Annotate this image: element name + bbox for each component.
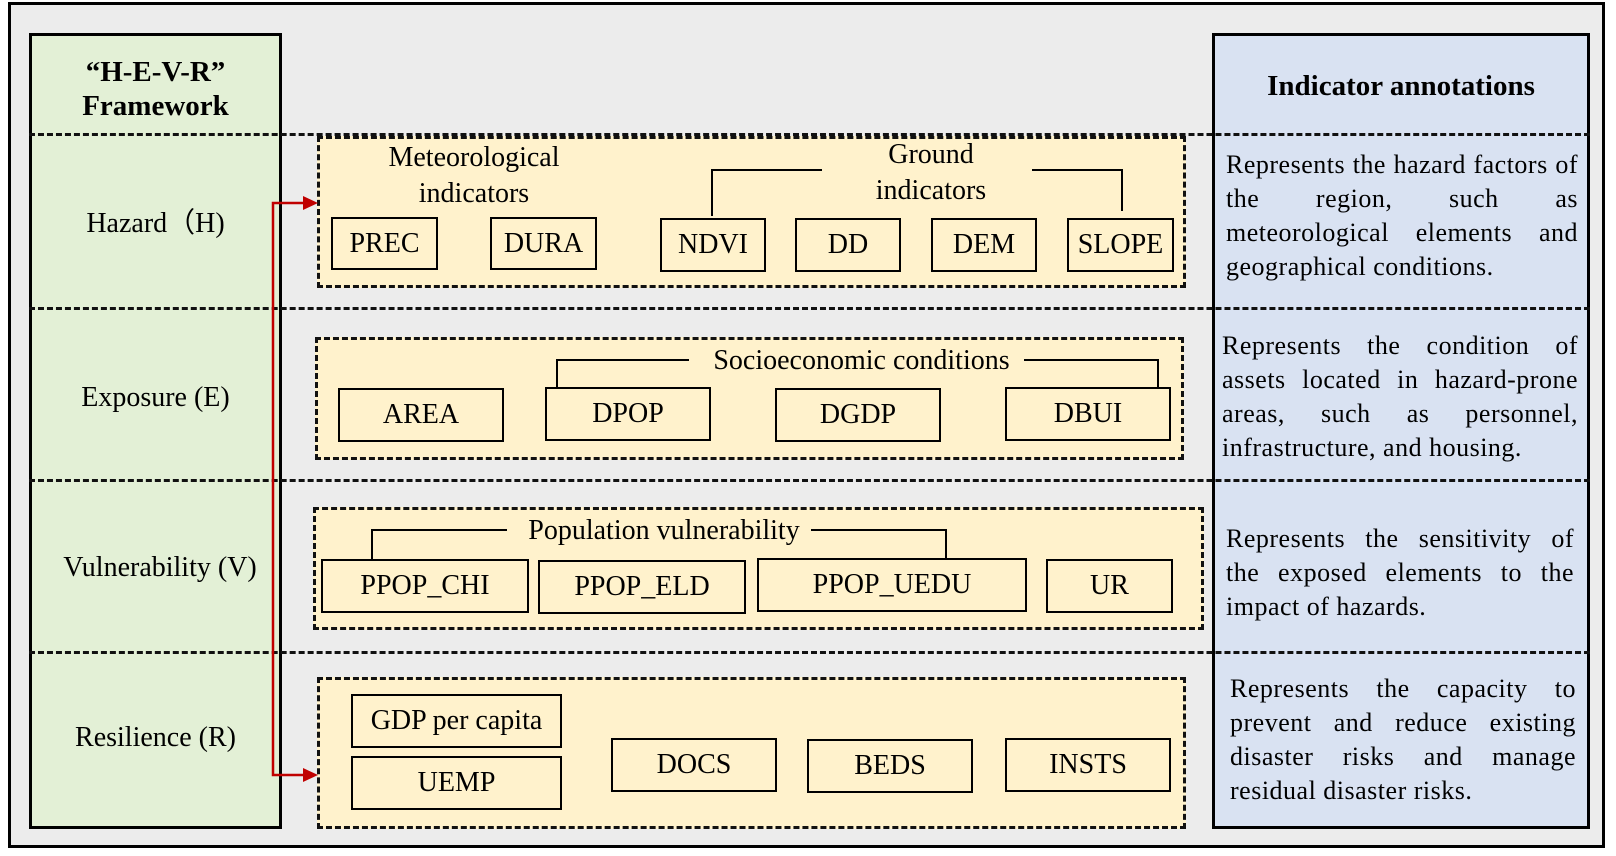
row-label-hazard: Hazard（H) — [86, 208, 225, 239]
indicator-ur: UR — [1046, 559, 1173, 613]
indicator-docs: DOCS — [611, 738, 777, 792]
row-label-vulnerability: Vulnerability (V) — [63, 552, 257, 583]
indicator-ndvi: NDVI — [660, 218, 766, 272]
indicator-ppop-chi: PPOP_CHI — [321, 559, 529, 613]
indicator-ppop-eld: PPOP_ELD — [538, 560, 746, 614]
indicator-beds: BEDS — [807, 739, 973, 793]
annotation-vulnerability: Represents the sensitivity of the expose… — [1226, 524, 1574, 621]
indicator-insts: INSTS — [1005, 738, 1171, 792]
separator-vulnerability — [29, 651, 1590, 654]
arrow-head-icon — [303, 768, 318, 782]
framework-column — [29, 33, 282, 829]
population-bracket-line — [811, 529, 947, 558]
ground-bracket-line — [711, 169, 822, 216]
ground-indicators-label: Ground indicators — [875, 139, 987, 206]
population-bracket-line — [371, 529, 507, 559]
indicator-gdp-per-capita: GDP per capita — [351, 694, 562, 748]
indicator-dem: DEM — [931, 218, 1037, 272]
socioeconomic-conditions-label: Socioeconomic conditions — [685, 343, 1038, 379]
separator-hazard — [29, 307, 1590, 310]
socioeconomic-bracket-line — [1024, 359, 1159, 387]
ground-bracket-line — [1032, 169, 1123, 211]
indicator-ppop-uedu: PPOP_UEDU — [757, 558, 1027, 612]
indicator-dbui: DBUI — [1005, 387, 1171, 441]
indicator-dpop: DPOP — [545, 387, 711, 441]
indicator-dgdp: DGDP — [775, 388, 941, 442]
population-vulnerability-label: Population vulnerability — [505, 513, 823, 549]
separator-exposure — [29, 479, 1590, 482]
socioeconomic-bracket-line — [556, 359, 689, 387]
meteorological-indicators-label: Meteorological indicators — [388, 142, 560, 209]
row-label-exposure: Exposure (E) — [81, 382, 230, 413]
indicator-dura: DURA — [490, 217, 597, 270]
annotation-column — [1212, 33, 1590, 829]
annotation-exposure: Represents the condition of assets locat… — [1222, 331, 1578, 462]
arrow-head-icon — [303, 196, 318, 210]
hazard-resilience-arrow — [271, 201, 311, 777]
indicator-slope: SLOPE — [1067, 218, 1174, 272]
separator-header — [29, 133, 1590, 136]
row-label-resilience: Resilience (R) — [75, 722, 236, 753]
indicator-dd: DD — [795, 218, 901, 272]
annotation-resilience: Represents the capacity to prevent and r… — [1230, 674, 1576, 805]
indicator-prec: PREC — [331, 217, 438, 270]
indicator-area: AREA — [338, 388, 504, 442]
indicator-uemp: UEMP — [351, 756, 562, 810]
annotation-title: Indicator annotations — [1267, 70, 1535, 102]
annotation-hazard: Represents the hazard factors of the reg… — [1226, 150, 1578, 281]
framework-title: “H-E-V-R” Framework — [82, 56, 229, 122]
